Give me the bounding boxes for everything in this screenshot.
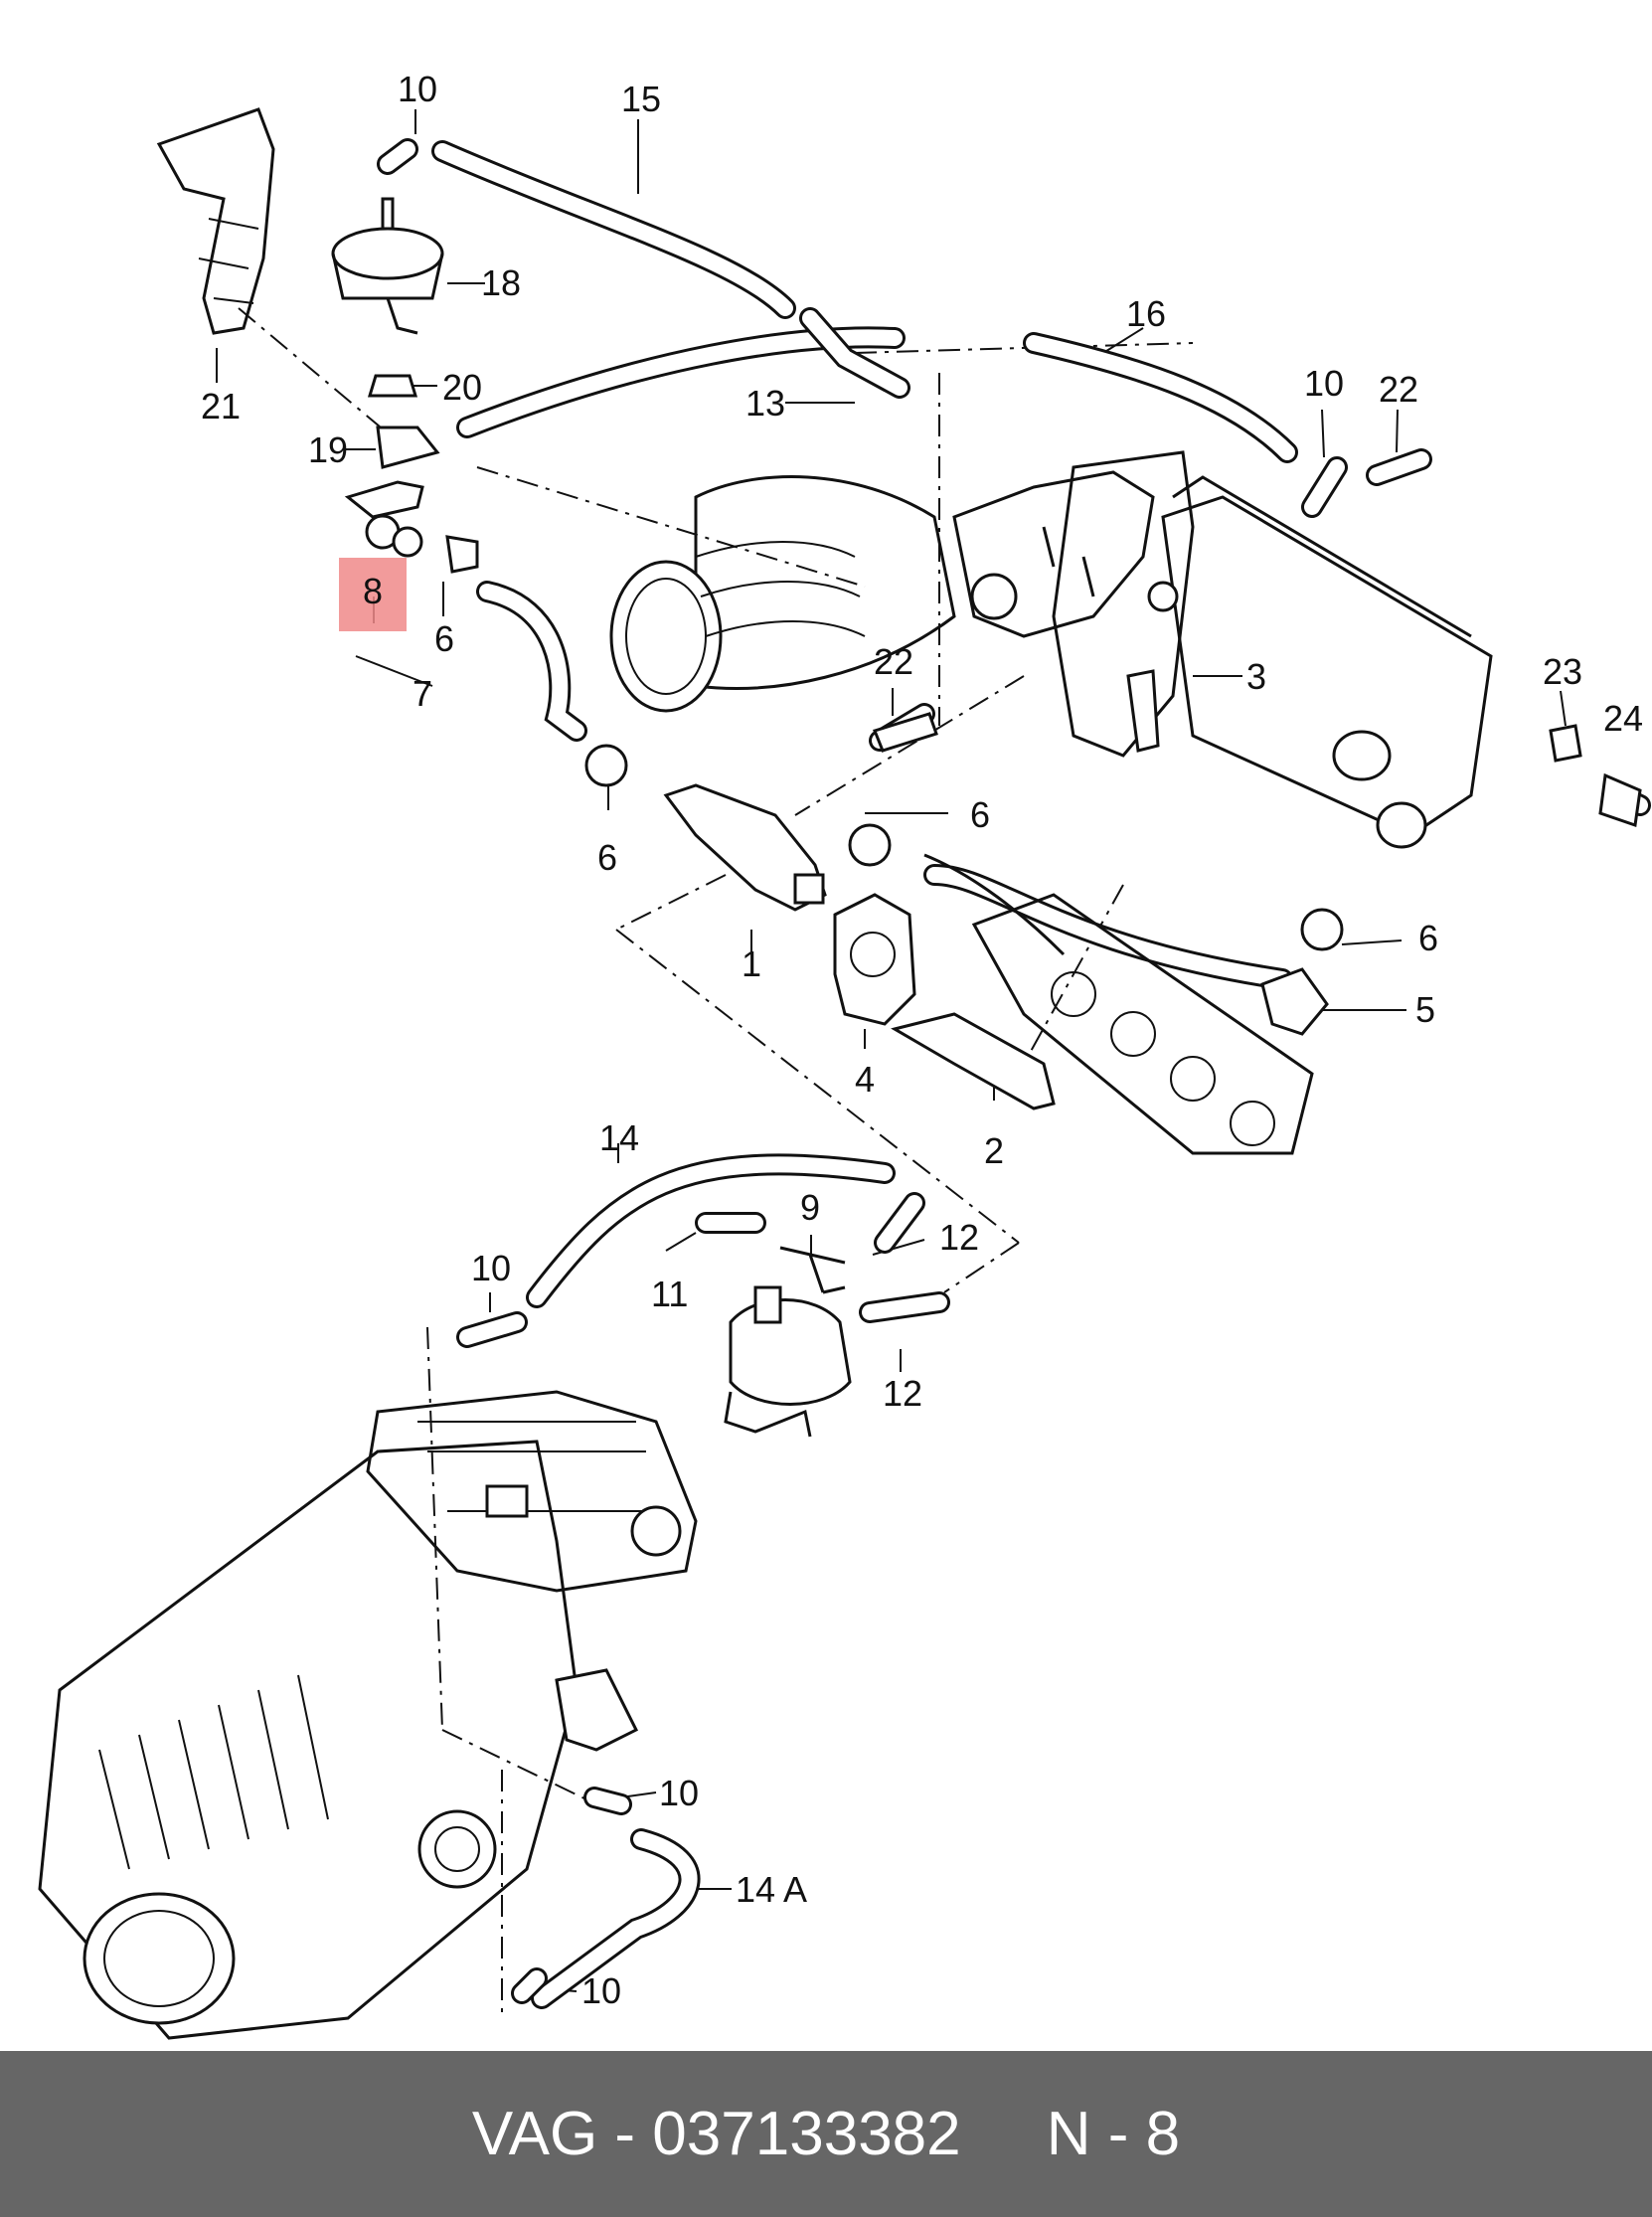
callout-12[interactable]: 12 <box>883 1373 923 1414</box>
callout-22[interactable]: 22 <box>1379 369 1419 410</box>
callout-9[interactable]: 9 <box>800 1187 821 1228</box>
callout-21[interactable]: 21 <box>201 386 242 426</box>
callout-10[interactable]: 10 <box>398 69 438 109</box>
callout-6[interactable]: 6 <box>597 837 618 878</box>
callout-18[interactable]: 18 <box>481 262 522 303</box>
callout-19[interactable]: 19 <box>308 429 349 470</box>
callout-10[interactable]: 10 <box>471 1248 512 1288</box>
callout-6[interactable]: 6 <box>434 618 455 659</box>
callout-4[interactable]: 4 <box>855 1059 876 1100</box>
callout-22[interactable]: 22 <box>874 641 914 682</box>
hose-pieces <box>377 138 1651 2004</box>
callout-13[interactable]: 13 <box>745 383 786 424</box>
callout-20[interactable]: 20 <box>442 367 483 408</box>
part-number-label: VAG - 037133382 N - 8 <box>471 2100 1181 2168</box>
callout-6[interactable]: 6 <box>1418 918 1439 958</box>
hoses <box>431 140 1298 2009</box>
callout-12[interactable]: 12 <box>939 1217 980 1258</box>
callout-10[interactable]: 10 <box>1304 363 1345 404</box>
parts-diagram: 10 15 18 21 20 19 13 16 10 22 8 6 7 22 3… <box>38 69 1651 2040</box>
callout-1[interactable]: 1 <box>742 943 762 984</box>
callout-6[interactable]: 6 <box>970 794 991 835</box>
highlight-part-8 <box>339 558 407 631</box>
callout-16[interactable]: 16 <box>1126 293 1167 334</box>
callout-3[interactable]: 3 <box>1246 656 1267 697</box>
callout-10[interactable]: 10 <box>659 1773 700 1813</box>
callout-24[interactable]: 24 <box>1603 698 1644 739</box>
callout-5[interactable]: 5 <box>1415 989 1436 1030</box>
callout-10[interactable]: 10 <box>581 1970 622 2011</box>
callout-11[interactable]: 11 <box>651 1274 689 1314</box>
callout-8-highlighted[interactable]: 8 <box>363 571 384 611</box>
callout-14[interactable]: 14 <box>599 1117 640 1158</box>
callout-14a[interactable]: 14 A <box>736 1869 808 1910</box>
callout-23[interactable]: 23 <box>1543 651 1583 692</box>
callout-15[interactable]: 15 <box>621 79 662 119</box>
callout-7[interactable]: 7 <box>413 673 433 714</box>
components <box>38 107 1642 2040</box>
callout-2[interactable]: 2 <box>984 1130 1005 1171</box>
part-number-footer: VAG - 037133382 N - 8 <box>0 2051 1652 2217</box>
exploded-view-drawing <box>38 107 1651 2040</box>
